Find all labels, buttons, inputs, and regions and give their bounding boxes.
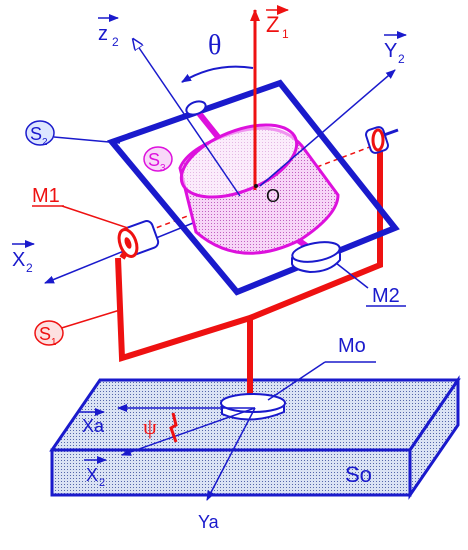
bearing-top [185,100,207,116]
z2-axis [133,39,241,197]
label-s2: S 2 [25,120,55,148]
svg-text:Y: Y [384,40,397,62]
svg-text:X: X [12,249,25,271]
svg-text:S: S [148,150,160,170]
pivot-axis-dashed [139,144,376,235]
label-theta: θ [208,30,221,61]
svg-text:z: z [98,23,108,45]
label-so: So [345,462,372,487]
svg-text:S: S [30,124,42,144]
label-xa: Xa [80,408,105,436]
theta-arc [181,65,254,83]
label-x2-bottom: X 2 [84,456,107,489]
label-m1: M1 [32,185,64,207]
svg-text:2: 2 [398,52,405,66]
label-ya: Ya [198,512,220,532]
bearing-m1 [117,220,160,258]
svg-text:M2: M2 [372,285,400,307]
y2-axis [259,69,396,187]
svg-text:3: 3 [160,163,166,174]
svg-text:Z: Z [266,12,279,37]
origin-dot [254,184,258,188]
svg-text:2: 2 [42,137,48,148]
label-x2-top: X 2 [12,240,35,275]
label-mo: Mo [325,335,376,363]
svg-text:2: 2 [99,477,105,489]
label-z2: z 2 [98,14,119,49]
x2-bottom-axis [121,407,256,456]
s2-leader [53,136,121,144]
svg-text:X: X [86,465,98,485]
mo-leader [267,361,326,401]
ya-axis [206,407,256,501]
m2-leader [335,262,369,289]
m1-leader [61,205,129,229]
psi-arc [169,412,178,443]
bearing-m2 [291,241,341,274]
label-psi: ψ [143,414,157,439]
label-y2: Y 2 [384,31,407,66]
svg-text:M1: M1 [32,185,60,207]
label-z1: Z 1 [266,5,289,41]
svg-text:1: 1 [282,27,289,41]
bearing-mo [220,393,286,421]
svg-text:2: 2 [26,261,33,275]
label-s3: S 3 [143,146,173,174]
svg-text:2: 2 [112,35,119,49]
svg-text:1: 1 [51,337,57,348]
label-s1: S 1 [34,320,64,348]
svg-text:Mo: Mo [338,335,366,357]
label-o: O [266,186,280,206]
svg-text:S: S [39,324,51,344]
s1-leader [54,309,121,331]
label-m2: M2 [366,285,406,307]
svg-text:Xa: Xa [82,416,105,436]
bearing-right [365,126,389,154]
